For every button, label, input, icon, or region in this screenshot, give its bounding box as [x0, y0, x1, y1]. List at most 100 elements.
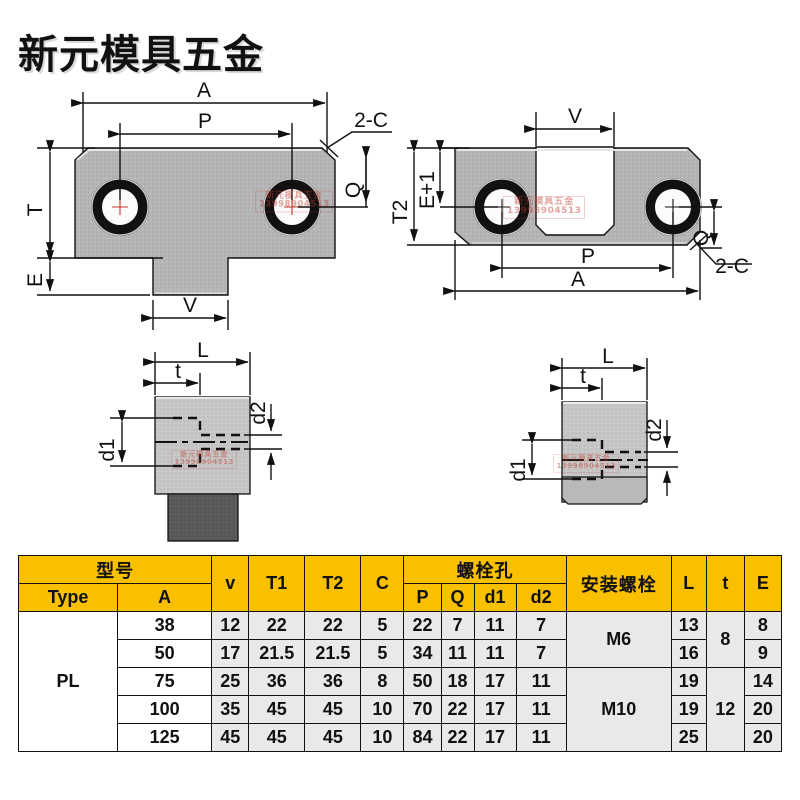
cell-L: 19: [670, 695, 707, 724]
side-view-right-dimensions: [522, 358, 678, 496]
cell-d2: 11: [515, 695, 567, 724]
rear-view-dimensions: [407, 112, 752, 300]
cell-A: 75: [117, 667, 213, 696]
cell-d1: 11: [473, 611, 517, 640]
cell-C: 8: [360, 667, 405, 696]
cell-d2: 11: [515, 723, 567, 752]
cell-T2: 45: [304, 723, 362, 752]
cell-A: 38: [117, 611, 213, 640]
col-header-t: t: [705, 555, 745, 612]
side-view-right-body: [561, 401, 648, 505]
col-header-T2: T2: [304, 555, 362, 612]
dim-label-d2-left: d2: [247, 401, 270, 424]
col-header-P: P: [403, 583, 442, 612]
cell-A: 125: [117, 723, 213, 752]
col-header-T1: T1: [248, 555, 306, 612]
dim-label-d2-right: d2: [643, 418, 666, 441]
cell-A: 50: [117, 639, 213, 668]
cell-mounting-bolt-m6: M6: [565, 611, 672, 668]
cell-v: 25: [211, 667, 250, 696]
table-row[interactable]: 50 17 21.5 21.5 5 34 11 11 7 16 9: [19, 639, 783, 668]
drawing-area: A P 2-C Q T E V V T2 E+1 Q 2-C P A L t d…: [24, 79, 752, 542]
side-view-left-body: [154, 396, 251, 542]
cell-P: 34: [403, 639, 442, 668]
cell-d2: 7: [515, 639, 567, 668]
dim-label-E-front: E: [24, 273, 47, 287]
cell-L: 19: [670, 667, 707, 696]
col-header-A: A: [117, 583, 213, 612]
cell-Q: 7: [440, 611, 475, 640]
cell-P: 22: [403, 611, 442, 640]
table-row[interactable]: 125 45 45 45 10 84 22 17 11 25 20: [19, 723, 783, 752]
dim-label-P-rear: P: [581, 245, 595, 268]
cell-P: 84: [403, 723, 442, 752]
dim-label-A-rear: A: [571, 268, 585, 291]
cell-T2: 22: [304, 611, 362, 640]
dim-label-V-rear: V: [568, 105, 582, 128]
cell-type: PL: [17, 611, 119, 752]
cell-Q: 22: [440, 723, 475, 752]
dim-label-t-right: t: [580, 365, 586, 388]
col-header-mounting-bolt: 安装螺栓: [565, 555, 672, 612]
cell-t-large: 12: [705, 667, 745, 752]
cell-d1: 17: [473, 723, 517, 752]
dim-label-E1-rear: E+1: [416, 171, 439, 209]
cell-T1: 22: [248, 611, 306, 640]
cell-v: 17: [211, 639, 250, 668]
cell-C: 5: [360, 611, 405, 640]
cell-L: 25: [670, 723, 707, 752]
cell-E: 20: [743, 723, 783, 752]
table-row[interactable]: PL 38 12 22 22 5 22 7 11 7 M6 13 8 8: [17, 611, 783, 752]
dim-label-L-left: L: [197, 339, 209, 362]
brand-title: 新元模具五金: [18, 32, 264, 78]
dim-label-T2-rear: T2: [389, 200, 412, 225]
cell-E: 14: [743, 667, 783, 696]
dim-label-Q-rear: Q: [690, 230, 713, 246]
table-row[interactable]: 100 35 45 45 10 70 22 17 11 19 20: [19, 695, 783, 724]
cell-T1: 45: [248, 695, 306, 724]
dim-label-d1-right: d1: [507, 458, 530, 481]
cell-d1: 17: [473, 667, 517, 696]
cell-Q: 18: [440, 667, 475, 696]
dim-label-P-front: P: [198, 110, 212, 133]
cell-v: 45: [211, 723, 250, 752]
cell-L: 13: [670, 611, 707, 640]
col-header-v: v: [211, 555, 250, 612]
cell-T1: 45: [248, 723, 306, 752]
side-view-left-dimensions: [110, 352, 282, 480]
col-header-E: E: [743, 555, 783, 612]
dim-label-L-right: L: [602, 345, 614, 368]
cell-d1: 11: [473, 639, 517, 668]
cell-t-small: 8: [705, 611, 745, 668]
cell-T1: 36: [248, 667, 306, 696]
col-header-type: Type: [17, 583, 119, 612]
cell-E: 8: [743, 611, 783, 640]
cell-mounting-bolt-m10: M10: [565, 667, 672, 752]
dim-label-2C-rear: 2-C: [715, 255, 749, 278]
cell-L: 16: [670, 639, 707, 668]
cell-T2: 45: [304, 695, 362, 724]
dim-label-t-left: t: [175, 360, 181, 383]
side-view-left-hidden-lines: [173, 416, 241, 468]
cell-T1: 21.5: [248, 639, 306, 668]
cell-Q: 22: [440, 695, 475, 724]
table-header-row-top: 型号 v T1 T2 C 螺栓孔 安装螺栓 L t E: [17, 555, 783, 612]
cell-C: 10: [360, 695, 405, 724]
cell-Q: 11: [440, 639, 475, 668]
cell-E: 9: [743, 639, 783, 668]
dim-label-T-front: T: [24, 203, 47, 216]
cell-A: 100: [117, 695, 213, 724]
table-row[interactable]: 75 25 36 36 8 50 18 17 11 M10 19 12 14: [19, 667, 783, 752]
dim-label-d1-left: d1: [96, 438, 119, 461]
col-header-d2: d2: [515, 583, 567, 612]
cell-d2: 11: [515, 667, 567, 696]
col-header-C: C: [360, 555, 405, 612]
cell-v: 12: [211, 611, 250, 640]
group-header-model: 型号: [17, 555, 213, 584]
col-header-d1: d1: [473, 583, 517, 612]
col-header-Q: Q: [440, 583, 475, 612]
cell-C: 5: [360, 639, 405, 668]
dim-label-A-front: A: [197, 79, 211, 102]
cell-C: 10: [360, 723, 405, 752]
